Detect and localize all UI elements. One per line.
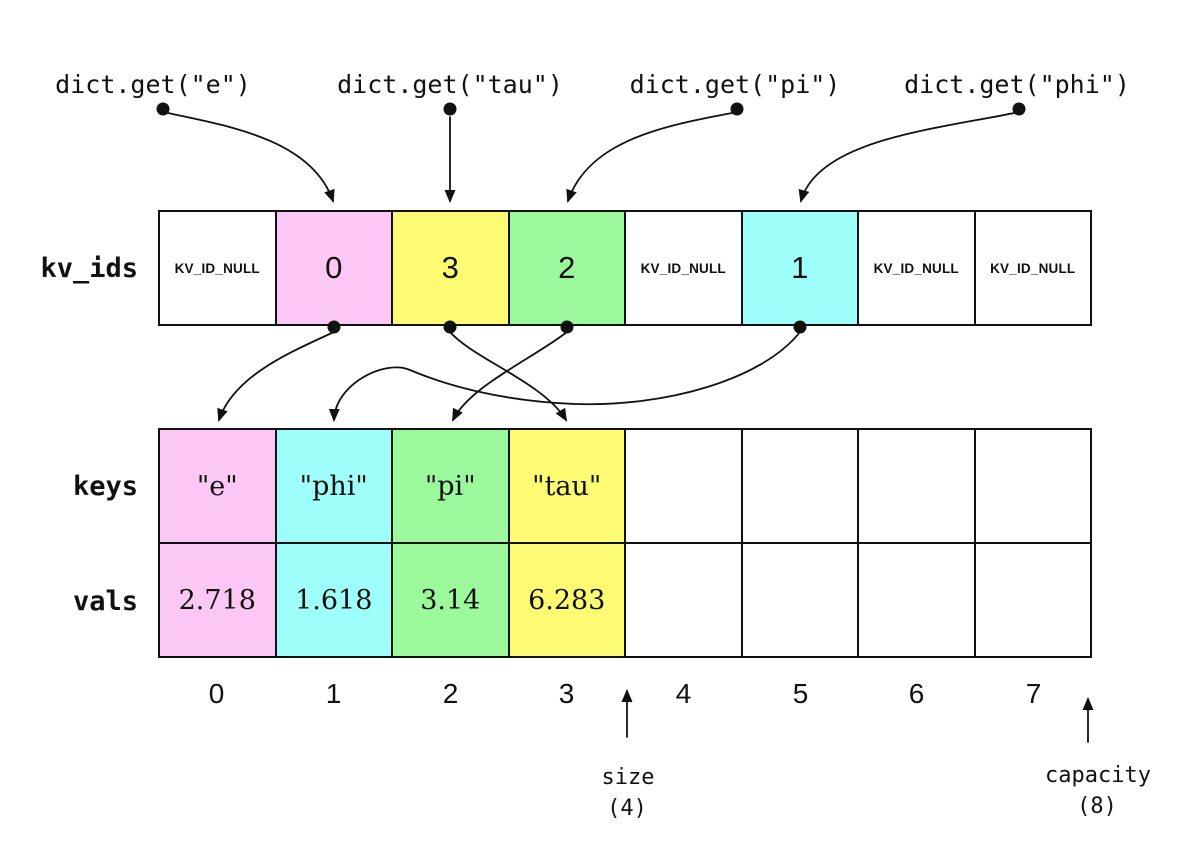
- kvid-arrow-slot5-to-pair1: [328, 331, 801, 422]
- slot-dot-5: [793, 320, 807, 334]
- keys-cell-7: [975, 430, 1090, 542]
- kv-ids-cell-7: KV_ID_NULL: [975, 212, 1090, 324]
- kv-ids-cell-1: 0: [276, 212, 393, 324]
- vals-cell-3: 6.283: [509, 544, 626, 656]
- keys-cell-0: "e": [160, 430, 277, 542]
- slot-dot-1: [327, 320, 341, 334]
- index-label-5: 5: [792, 678, 809, 709]
- keys-cell-5: [742, 430, 859, 542]
- kv-ids-cell-0: KV_ID_NULL: [160, 212, 277, 324]
- size-value: (4): [607, 796, 647, 821]
- index-label-3: 3: [558, 678, 575, 709]
- kv-ids-cell-4: KV_ID_NULL: [626, 212, 743, 324]
- query-dot-tau: [443, 102, 457, 116]
- query-arrow-phi-to-slot-5: [798, 111, 1020, 203]
- capacity-label: capacity: [1045, 763, 1151, 788]
- row-label-keys: keys: [72, 471, 138, 502]
- slot-dot-3: [560, 320, 574, 334]
- vals-cell-1: 1.618: [276, 544, 393, 656]
- vals-cell-0: 2.718: [160, 544, 277, 656]
- kv-ids-cell-3: 2: [509, 212, 626, 324]
- query-label-phi: dict.get("phi"): [904, 70, 1130, 99]
- query-label-pi: dict.get("pi"): [629, 70, 841, 99]
- slot-dot-2: [443, 320, 457, 334]
- query-arrow-pi-to-slot-3: [566, 111, 738, 203]
- keys-cell-4: [626, 430, 743, 542]
- vals-cell-7: [975, 544, 1090, 656]
- keys-cell-6: [859, 430, 976, 542]
- index-label-2: 2: [442, 678, 459, 709]
- query-label-tau: dict.get("tau"): [337, 70, 563, 99]
- kvid-arrow-slot1-to-pair0: [217, 331, 335, 422]
- size-label: size: [601, 765, 655, 790]
- vals-array: 2.718 1.618 3.14 6.283: [158, 542, 1092, 658]
- keys-cell-2: "pi": [393, 430, 510, 542]
- vals-cell-2: 3.14: [393, 544, 510, 656]
- index-label-1: 1: [325, 678, 342, 709]
- index-label-0: 0: [208, 678, 225, 709]
- index-label-4: 4: [675, 678, 692, 709]
- query-arrow-e-to-slot-1: [162, 111, 335, 203]
- kv-ids-cell-6: KV_ID_NULL: [859, 212, 976, 324]
- row-label-kv-ids: kv_ids: [40, 253, 138, 284]
- keys-array: "e" "phi" "pi" "tau": [158, 428, 1092, 544]
- vals-cell-6: [859, 544, 976, 656]
- kvid-arrow-slot2-to-pair3: [449, 331, 568, 422]
- kv-ids-array: KV_ID_NULL 0 3 2 KV_ID_NULL 1 KV_ID_NULL…: [158, 210, 1092, 326]
- capacity-value: (8): [1077, 794, 1117, 819]
- keys-cell-1: "phi": [276, 430, 393, 542]
- row-label-vals: vals: [72, 586, 138, 617]
- kv-ids-cell-5: 1: [742, 212, 859, 324]
- index-label-7: 7: [1025, 678, 1042, 709]
- keys-cell-3: "tau": [509, 430, 626, 542]
- vals-cell-5: [742, 544, 859, 656]
- index-label-6: 6: [908, 678, 925, 709]
- query-label-e: dict.get("e"): [55, 70, 251, 99]
- kv-ids-cell-2: 3: [393, 212, 510, 324]
- vals-cell-4: [626, 544, 743, 656]
- kvid-arrow-slot3-to-pair2: [452, 331, 568, 422]
